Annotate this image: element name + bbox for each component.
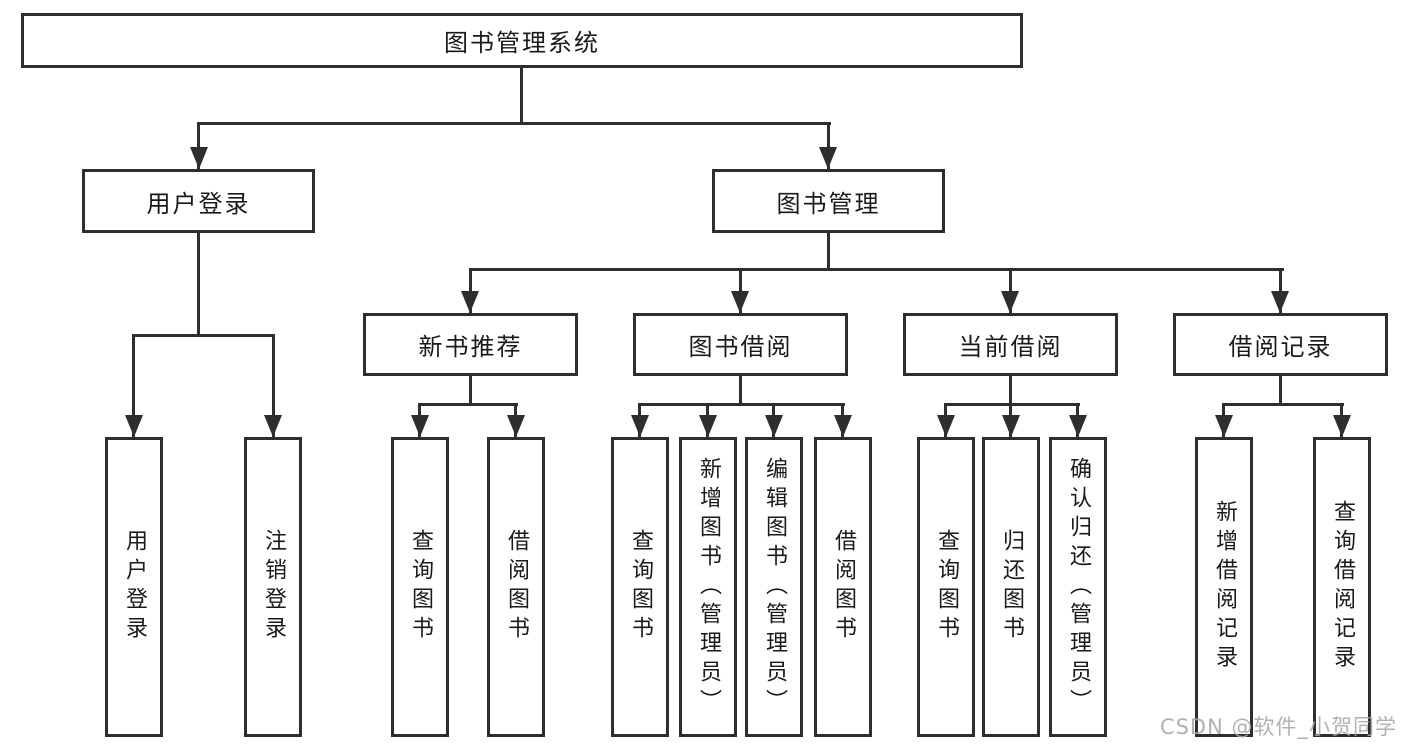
arrow-down-icon xyxy=(1069,415,1087,437)
connector-newbook-bar xyxy=(418,403,518,406)
arrow-down-icon xyxy=(819,147,837,169)
node-library-management-system: 图书管理系统 xyxy=(21,13,1023,68)
connector-root-stem xyxy=(520,68,523,125)
connector-drop-mid xyxy=(739,268,742,313)
node-borrow-records: 借阅记录 xyxy=(1173,313,1388,376)
arrow-down-icon xyxy=(264,415,282,437)
arrow-down-icon xyxy=(1002,415,1020,437)
arrow-down-icon xyxy=(765,415,783,437)
connector-borrowrecord-bar xyxy=(1222,403,1344,406)
connector-currentborrow-stem xyxy=(1009,376,1012,406)
watermark: CSDN @软件_小贺同学 xyxy=(1159,715,1397,739)
arrow-down-icon xyxy=(699,415,717,437)
connector-drop-mid xyxy=(1279,268,1282,313)
arrow-down-icon xyxy=(1001,291,1019,313)
leaf-logout: 注销登录 xyxy=(244,437,302,737)
connector-borrowrecord-stem xyxy=(1279,376,1282,406)
arrow-down-icon xyxy=(937,415,955,437)
node-new-book-recommend: 新书推荐 xyxy=(363,313,578,376)
connector-level3-bar xyxy=(469,268,1284,271)
connector-userlogin-stem xyxy=(197,233,200,337)
arrow-down-icon xyxy=(1215,415,1233,437)
arrow-down-icon xyxy=(1333,415,1351,437)
connector-drop-leaf xyxy=(272,334,275,437)
connector-drop-mid xyxy=(469,268,472,313)
leaf-current-query-books: 查询图书 xyxy=(917,437,975,737)
leaf-borrow-edit-books-admin: 编辑图书（管理员） xyxy=(745,437,803,737)
connector-bookborrow-stem xyxy=(739,376,742,406)
leaf-borrow-add-books-admin: 新增图书（管理员） xyxy=(679,437,737,737)
connector-drop-book-management xyxy=(827,122,830,169)
arrow-down-icon xyxy=(411,415,429,437)
connector-drop-mid xyxy=(1009,268,1012,313)
node-current-borrow: 当前借阅 xyxy=(903,313,1118,376)
node-user-login: 用户登录 xyxy=(82,169,315,233)
arrow-down-icon xyxy=(125,415,143,437)
leaf-newbook-query-books: 查询图书 xyxy=(391,437,449,737)
leaf-borrow-borrow-books: 借阅图书 xyxy=(814,437,872,737)
node-book-management: 图书管理 xyxy=(712,169,945,233)
leaf-newbook-borrow-books: 借阅图书 xyxy=(487,437,545,737)
connector-drop-user-login xyxy=(197,122,200,169)
arrow-down-icon xyxy=(190,147,208,169)
connector-drop-leaf xyxy=(132,334,135,437)
arrow-down-icon xyxy=(1271,291,1289,313)
leaf-user-login: 用户登录 xyxy=(105,437,163,737)
leaf-record-add-borrow-record: 新增借阅记录 xyxy=(1195,437,1253,737)
connector-userlogin-bar xyxy=(132,334,275,337)
leaf-borrow-query-books: 查询图书 xyxy=(611,437,669,737)
connector-bookborrow-bar xyxy=(638,403,845,406)
arrow-down-icon xyxy=(834,415,852,437)
arrow-down-icon xyxy=(461,291,479,313)
connector-level2-bar xyxy=(197,122,831,125)
connector-newbook-stem xyxy=(469,376,472,406)
node-book-borrow: 图书借阅 xyxy=(633,313,848,376)
connector-currentborrow-bar xyxy=(944,403,1080,406)
leaf-current-return-books: 归还图书 xyxy=(982,437,1040,737)
leaf-current-confirm-return-admin: 确认归还（管理员） xyxy=(1049,437,1107,737)
arrow-down-icon xyxy=(631,415,649,437)
arrow-down-icon xyxy=(507,415,525,437)
leaf-record-query-borrow-record: 查询借阅记录 xyxy=(1313,437,1371,737)
connector-bookmgmt-stem xyxy=(827,233,830,271)
arrow-down-icon xyxy=(731,291,749,313)
